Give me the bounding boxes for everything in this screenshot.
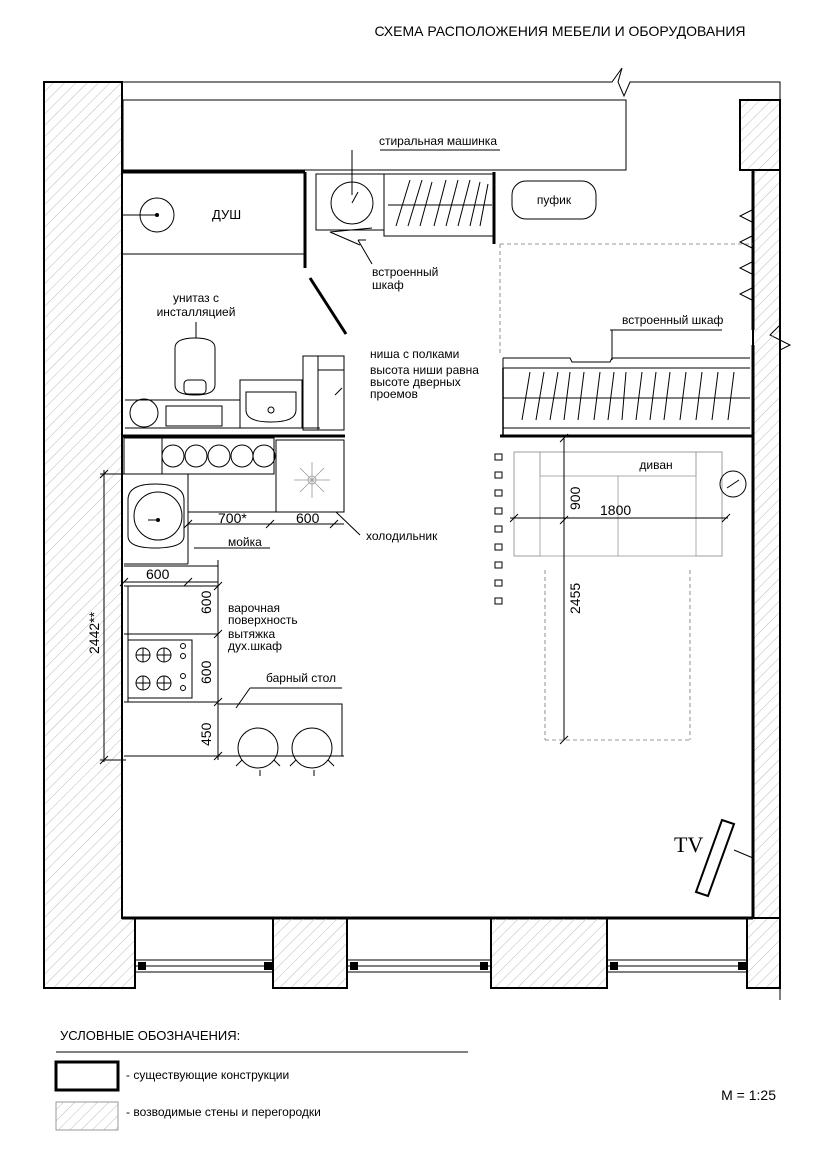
hob-label-1: варочная [228, 601, 280, 615]
dim-700: 700* [218, 510, 247, 526]
bathroom-door [308, 277, 348, 335]
built-in-wardrobe-2 [500, 357, 753, 438]
bar-table [217, 703, 343, 776]
washbasin-icon [239, 379, 303, 429]
radiator-marks [494, 453, 503, 605]
legend-new-walls-swatch [55, 1101, 119, 1131]
niche-label-3: высоте дверных [370, 375, 461, 389]
niche-label-2: высота ниши равна [370, 363, 479, 377]
legend-existing-swatch [54, 1060, 120, 1092]
pouf-label: пуфик [537, 193, 572, 207]
fridge-label: холодильник [366, 529, 438, 543]
dim-1800: 1800 [600, 502, 631, 518]
dim-600-v2: 600 [198, 660, 214, 684]
bar-table-label: барный стол [266, 671, 336, 685]
kitchen-counter [124, 473, 344, 703]
zone-outline [499, 243, 753, 741]
niche-with-shelves [302, 355, 345, 431]
oven-label: дух.шкаф [228, 639, 282, 653]
niche-label-4: проемов [370, 387, 418, 401]
fridge-icon [275, 439, 345, 513]
sofa-label: диван [639, 458, 672, 472]
kitchen-shelf [123, 437, 276, 475]
built-in-wardrobe-1 [383, 172, 496, 244]
dim-2442: 2442** [86, 611, 102, 654]
hood-label: вытяжка [228, 627, 276, 641]
legend-new-walls-label: - возводимые стены и перегородки [126, 1105, 321, 1119]
toilet-label-1: унитаз с [173, 291, 219, 305]
washer-label: стиральная машинка [379, 134, 497, 148]
dim-2455: 2455 [567, 583, 583, 614]
top-wall [122, 99, 627, 171]
sink-label: мойка [228, 535, 262, 549]
sink-icon [127, 483, 185, 549]
floor-lamp-icon [719, 470, 747, 498]
hob-icon [127, 639, 193, 699]
dim-600-left: 600 [146, 566, 170, 582]
sofa-icon [513, 451, 723, 557]
legend: УСЛОВНЫЕ ОБОЗНАЧЕНИЯ: - существующие кон… [54, 1028, 468, 1131]
pouf-icon [511, 180, 597, 220]
hob-label-2: поверхность [228, 613, 298, 627]
toilet-label-2: инсталляцией [157, 305, 236, 319]
wardrobe1-label-1: встроенный [372, 265, 438, 279]
shower-label: ДУШ [212, 207, 241, 222]
dim-600-v1: 600 [198, 590, 214, 614]
bottom-wall [122, 916, 753, 989]
washing-machine-icon [315, 173, 385, 246]
right-wall [739, 99, 781, 989]
tv-label: TV [674, 832, 703, 857]
dim-900: 900 [567, 486, 583, 510]
wall-hooks [738, 209, 753, 301]
dim-450: 450 [198, 722, 214, 746]
niche-label-1: ниша с полками [370, 347, 459, 361]
wardrobe1-label-2: шкаф [372, 278, 404, 292]
outer-outline [44, 67, 792, 1000]
legend-existing-label: - существующие конструкции [126, 1068, 289, 1082]
dimension-lines [99, 433, 731, 765]
tv-icon [694, 818, 754, 898]
left-wall [43, 81, 136, 989]
legend-heading: УСЛОВНЫЕ ОБОЗНАЧЕНИЯ: [60, 1028, 240, 1043]
bathroom: ДУШ унитаз с инсталляцией [122, 170, 348, 438]
scale-label: М = 1:25 [721, 1087, 776, 1103]
dim-600-top: 600 [296, 510, 320, 526]
wardrobe2-label: встроенный шкаф [622, 313, 723, 327]
toilet-icon [125, 337, 240, 427]
page-title: СХЕМА РАСПОЛОЖЕНИЯ МЕБЕЛИ И ОБОРУДОВАНИЯ [374, 23, 745, 39]
